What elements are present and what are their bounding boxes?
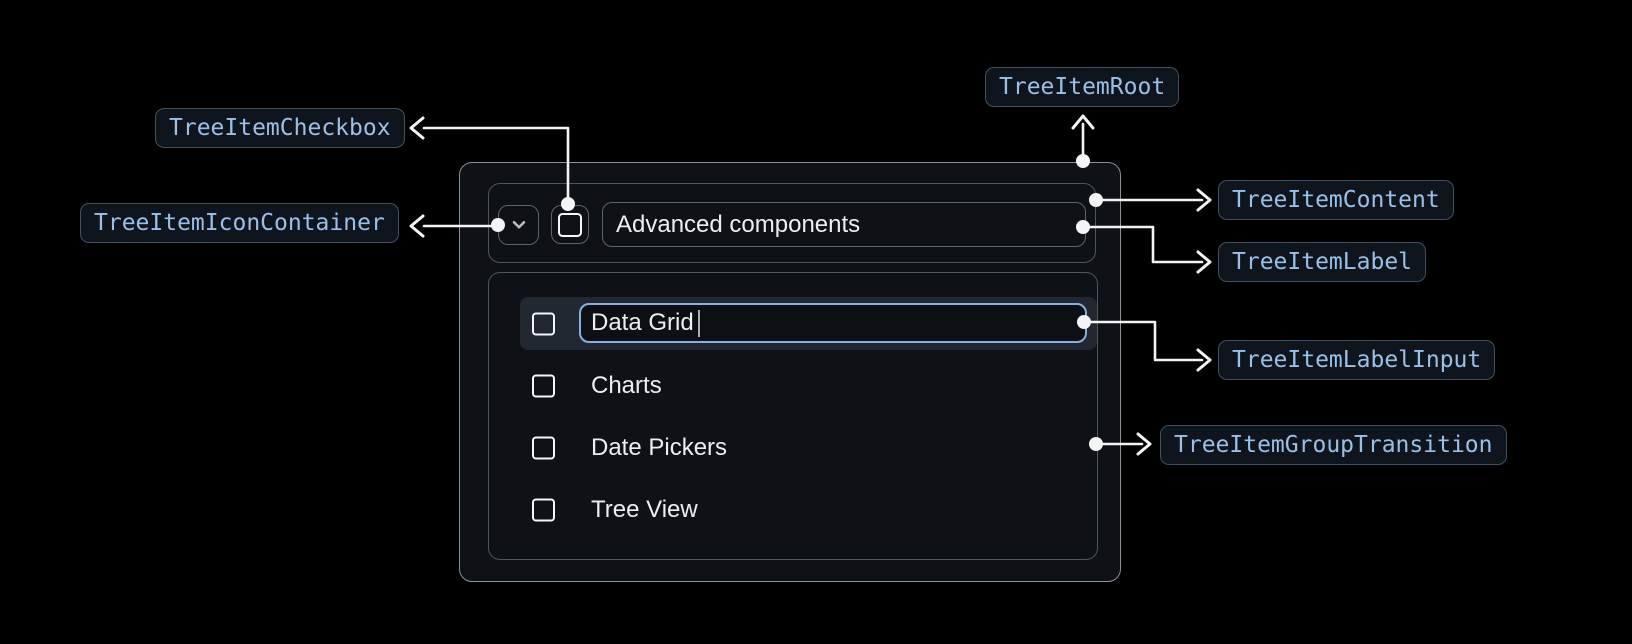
tree-item-checkbox[interactable] — [532, 312, 555, 335]
text-caret — [697, 309, 700, 337]
chevron-down-icon — [512, 220, 525, 229]
annotation-tree-item-content: TreeItemContent — [1218, 180, 1454, 220]
checkbox-unchecked-icon — [558, 212, 582, 237]
tree-item-label: Charts — [591, 371, 662, 399]
annotation-tree-item-label: TreeItemLabel — [1218, 242, 1427, 282]
tree-item-tree-view[interactable]: Tree View — [520, 483, 1097, 536]
annotation-tree-item-label-input: TreeItemLabelInput — [1218, 340, 1496, 380]
annotation-tree-item-icon-container: TreeItemIconContainer — [80, 203, 399, 243]
annotation-tree-item-checkbox: TreeItemCheckbox — [155, 108, 405, 148]
tree-item-checkbox[interactable] — [551, 205, 589, 244]
tree-item-checkbox[interactable] — [532, 374, 555, 397]
label-input-value: Data Grid — [591, 309, 694, 336]
tree-item-label: Advanced components — [602, 202, 1086, 247]
annotation-tree-item-group-transition: TreeItemGroupTransition — [1160, 425, 1507, 465]
tree-item-group-transition: Data Grid Charts Date Pickers Tree View — [488, 272, 1098, 560]
connector-tree-item-root — [1071, 114, 1095, 168]
tree-item-data-grid[interactable]: Data Grid — [520, 297, 1097, 350]
tree-item-date-pickers[interactable]: Date Pickers — [520, 421, 1097, 474]
tree-item-checkbox[interactable] — [532, 436, 555, 459]
annotation-tree-item-root: TreeItemRoot — [985, 67, 1180, 107]
tree-item-icon-container[interactable] — [498, 205, 539, 245]
tree-item-label-input[interactable]: Data Grid — [579, 303, 1087, 343]
tree-item-label: Tree View — [591, 495, 698, 523]
tree-item-label: Date Pickers — [591, 433, 728, 461]
tree-item-root: Advanced components Data Grid Charts Dat… — [459, 162, 1121, 582]
tree-item-charts[interactable]: Charts — [520, 359, 1097, 412]
tree-item-label-text: Advanced components — [616, 210, 861, 238]
tree-item-checkbox[interactable] — [532, 498, 555, 521]
tree-item-content[interactable]: Advanced components — [488, 183, 1096, 263]
